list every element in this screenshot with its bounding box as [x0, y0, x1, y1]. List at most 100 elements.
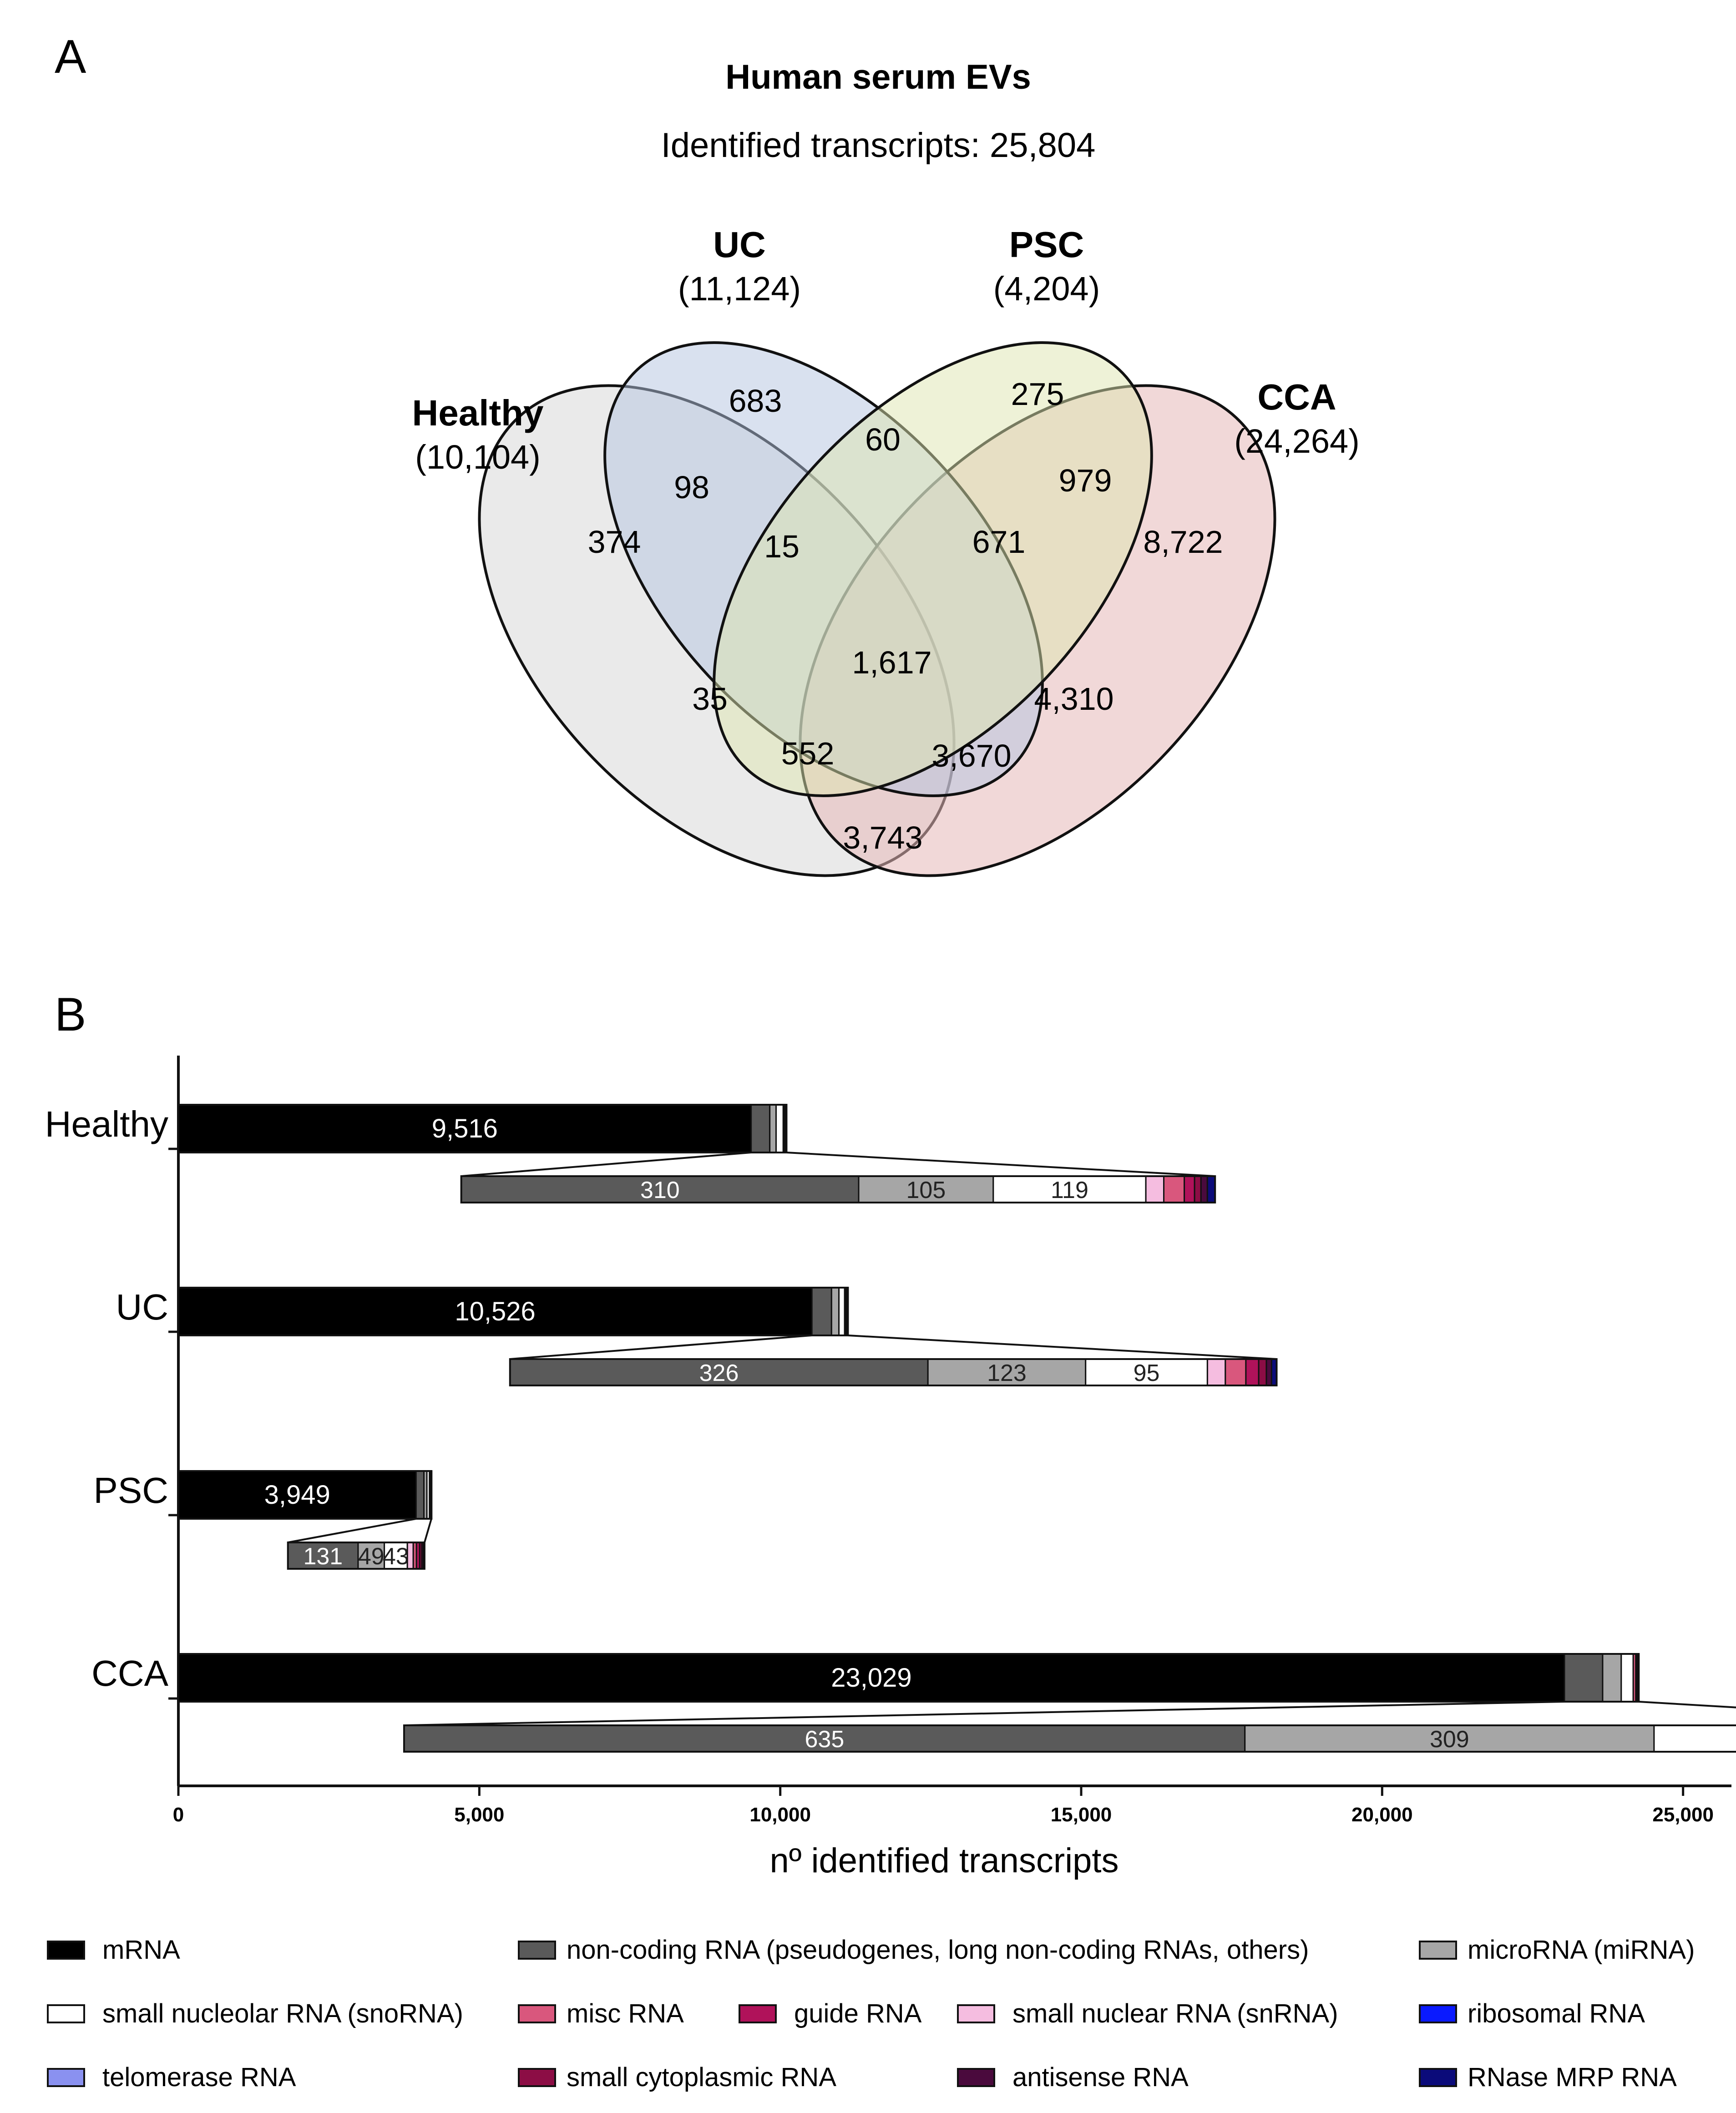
legend-item: telomerase RNA: [47, 2062, 296, 2092]
legend-label: antisense RNA: [1012, 2062, 1189, 2092]
zoom-segment-label: 95: [1134, 1360, 1160, 1386]
region-uc-psc: 60: [865, 422, 901, 457]
legend-item: antisense RNA: [957, 2062, 1189, 2092]
legend-swatch: [518, 2068, 556, 2087]
zoom-segment-non-coding-rna: [461, 1175, 860, 1203]
zoom-outline: [509, 1358, 1278, 1386]
venn-region-labels: 683 275 374 8,722 60 98 979 15 671 1,617…: [588, 376, 1223, 855]
x-tick-label: 25,000: [1652, 1804, 1714, 1826]
region-uc-cca: 4,310: [1034, 681, 1113, 717]
legend-swatch: [518, 1941, 556, 1960]
bar-value-label: 9,516: [432, 1114, 498, 1143]
zoom-connector-right: [1639, 1701, 1736, 1709]
zoom-segment-label: 310: [640, 1177, 680, 1203]
zoom-segment-antisense-rna: [1265, 1358, 1272, 1386]
legend-label: misc RNA: [567, 1999, 684, 2028]
legend-label: ribosomal RNA: [1468, 1999, 1645, 2028]
zoom-connector-left: [510, 1335, 812, 1360]
zoom-segment-guide-rna: [1184, 1175, 1195, 1203]
legend-label: RNase MRP RNA: [1468, 2062, 1677, 2092]
bar-segment-snorna: [838, 1287, 845, 1336]
set-label-uc: UC: [713, 224, 766, 265]
legend-label: non-coding RNA (pseudogenes, long non-co…: [567, 1935, 1309, 1965]
legend-item: RNase MRP RNA: [1419, 2062, 1677, 2092]
zoom-segment-label: 635: [805, 1726, 844, 1753]
set-label-psc: PSC: [1009, 224, 1084, 265]
zoom-segment-snrna: [1145, 1175, 1165, 1203]
bar-segment-non-coding-rna: [811, 1287, 832, 1336]
legend-item: misc RNA: [518, 1999, 684, 2028]
zoom-connector-left: [288, 1518, 416, 1543]
zoom-segment-label: 43: [383, 1543, 409, 1570]
legend-label: small cytoplasmic RNA: [567, 2062, 836, 2092]
legend-item: microRNA (miRNA): [1419, 1935, 1695, 1965]
zoom-segment-rnase-mrp-rna: [1206, 1175, 1216, 1203]
category-label: Healthy: [45, 1104, 168, 1144]
region-uc-psc-cca: 671: [972, 524, 1026, 560]
bar-segment-microrna: [1602, 1653, 1622, 1703]
zoom-connector-right: [786, 1152, 1215, 1177]
bar-segment-snorna: [1620, 1653, 1634, 1703]
bar-segment-non-coding-rna: [750, 1104, 771, 1153]
bar-outline: [177, 1104, 788, 1153]
zoom-segment-small-cytoplasmic-rna: [1194, 1175, 1202, 1203]
zoom-segment-guide-rna: [1245, 1358, 1260, 1386]
zoom-segment-label: 309: [1430, 1726, 1469, 1753]
region-healthy-psc-cca: 552: [781, 736, 835, 771]
venn-ellipses: [478, 341, 1276, 877]
set-count-healthy: (10,104): [415, 438, 541, 476]
zoom-segment-antisense-rna: [1200, 1175, 1208, 1203]
legend-item: ribosomal RNA: [1419, 1999, 1645, 2028]
zoom-segment-label: 49: [358, 1543, 385, 1570]
legend-label: small nucleolar RNA (snoRNA): [102, 1999, 463, 2028]
region-healthy-uc: 98: [674, 470, 709, 505]
bar-segment-mrna: [178, 1471, 416, 1519]
zoom-segment-label: 123: [987, 1360, 1027, 1386]
region-healthy-psc: 35: [692, 681, 728, 717]
legend-swatch: [47, 2004, 85, 2023]
bar-segment-microrna: [830, 1287, 840, 1336]
zoom-segment-label: 326: [699, 1360, 739, 1386]
region-psc-cca: 979: [1059, 463, 1112, 498]
x-axis-title: nº identified transcripts: [769, 1841, 1119, 1880]
zoom-segment-snrna: [1206, 1358, 1226, 1386]
bar-segment-non-coding-rna: [1564, 1653, 1604, 1703]
legend-label: mRNA: [102, 1935, 180, 1965]
legend-swatch: [957, 2068, 995, 2087]
legend-item: non-coding RNA (pseudogenes, long non-co…: [518, 1935, 1309, 1965]
bar-outline: [177, 1653, 1640, 1703]
x-tick-label: 5,000: [454, 1804, 504, 1826]
legend-label: small nuclear RNA (snRNA): [1012, 1999, 1338, 2028]
set-label-cca: CCA: [1257, 377, 1336, 417]
category-label: UC: [116, 1287, 168, 1327]
x-tick-label: 20,000: [1351, 1804, 1413, 1826]
set-count-uc: (11,124): [678, 270, 801, 308]
legend: mRNA non-coding RNA (pseudogenes, long no…: [47, 1935, 1695, 2092]
category-label: PSC: [94, 1470, 169, 1511]
bar-segment-microrna: [769, 1104, 777, 1153]
x-tick-label: 15,000: [1051, 1804, 1112, 1826]
region-psc-only: 275: [1011, 376, 1064, 412]
legend-swatch: [47, 1941, 85, 1960]
bar-outline: [177, 1287, 849, 1336]
zoom-connector-left: [404, 1701, 1565, 1726]
venn-title: Human serum EVs: [725, 58, 1031, 96]
bar-value-label: 10,526: [455, 1297, 535, 1326]
zoom-connector-right: [848, 1335, 1277, 1360]
zoom-segment-snrna: [406, 1542, 414, 1570]
legend-label: telomerase RNA: [102, 2062, 296, 2092]
bar-segment-mrna: [178, 1288, 812, 1335]
zoom-segment-misc-rna: [1225, 1358, 1247, 1386]
zoom-connector-left: [461, 1152, 751, 1177]
set-count-psc: (4,204): [993, 270, 1100, 308]
legend-item: small cytoplasmic RNA: [518, 2062, 836, 2092]
region-healthy-cca: 3,743: [843, 820, 922, 855]
legend-swatch: [1419, 1941, 1457, 1960]
bar-segment-mrna: [178, 1654, 1564, 1702]
zoom-segment-label: 105: [906, 1177, 946, 1203]
zoom-outline: [460, 1175, 1216, 1203]
